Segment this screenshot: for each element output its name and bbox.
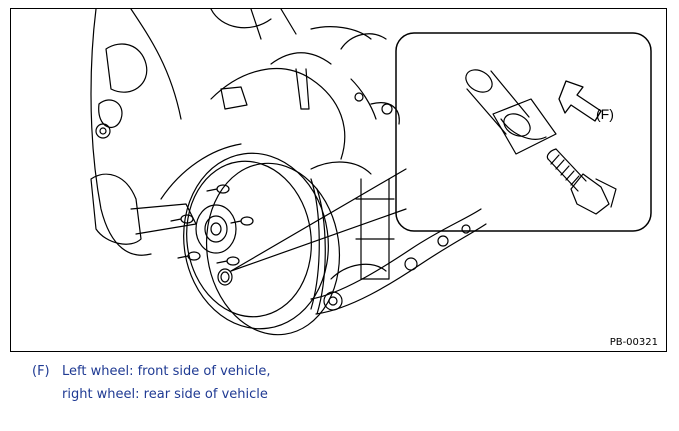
brake-rotor-illustration: (F) <box>90 9 652 336</box>
brake-rotor <box>183 152 329 330</box>
arm-bushing <box>323 291 343 311</box>
caption-text: Left wheel: front side of vehicle, right… <box>62 364 271 402</box>
leader-line <box>230 208 407 272</box>
wheel-studs <box>170 184 254 266</box>
guide-bolt <box>546 148 617 215</box>
caption-key: (F) <box>32 364 50 379</box>
detail-inset-frame <box>395 32 652 232</box>
guide-sleeve <box>465 69 557 155</box>
callout-label: (F) <box>596 106 614 122</box>
figure-code: PB-00321 <box>609 337 658 348</box>
knuckle-outline <box>90 9 152 256</box>
bolt-head <box>95 123 111 139</box>
diagram-figure: (F) PB-00321 <box>10 8 667 352</box>
wheel-hub <box>195 204 237 254</box>
service-hole <box>217 268 233 286</box>
direction-arrow-icon <box>558 80 602 122</box>
